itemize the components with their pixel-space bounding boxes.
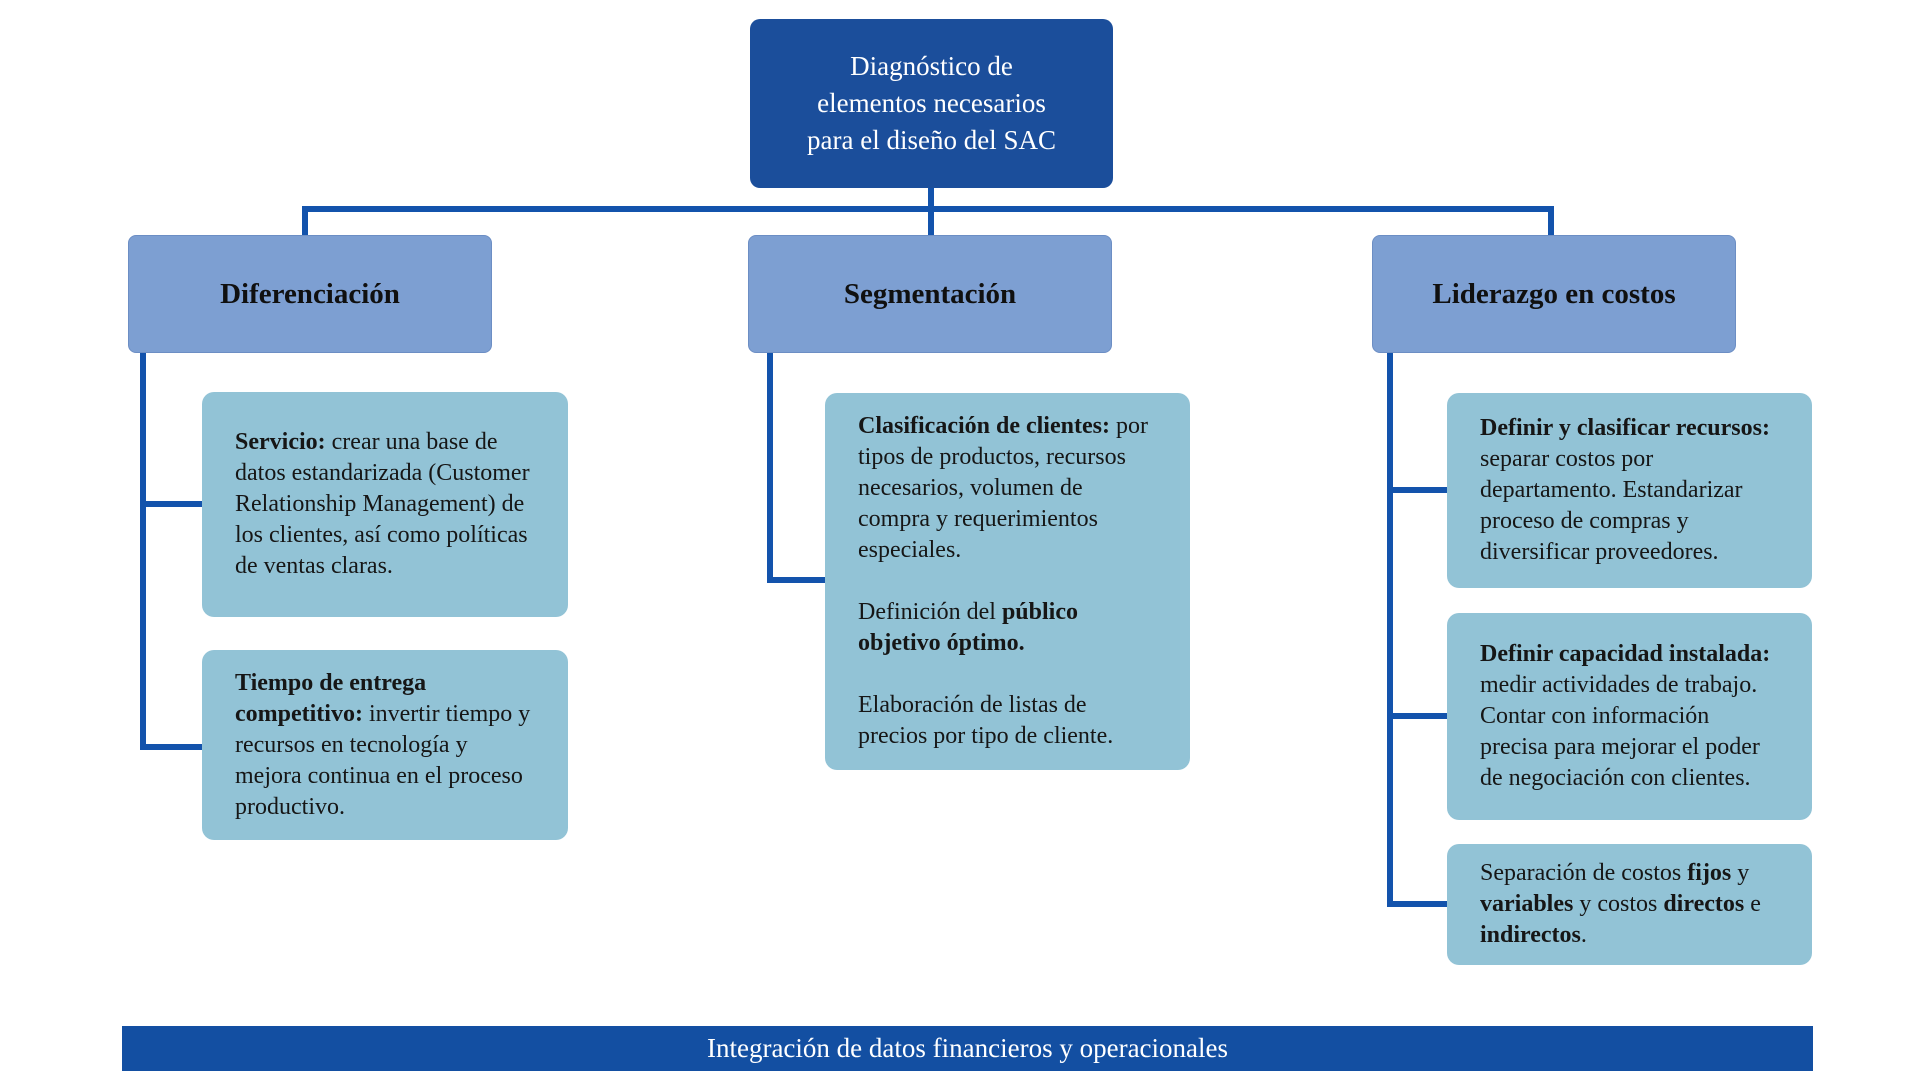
connector-segmentacion-elbow-1 (767, 577, 825, 583)
root-node: Diagnóstico de elementos necesarios para… (750, 19, 1113, 188)
node-separacion-costos: Separación de costos fijos y variables y… (1447, 844, 1812, 965)
branch-label-liderazgo: Liderazgo en costos (1432, 277, 1676, 310)
node-servicio: Servicio: crear una base de datos estand… (202, 392, 568, 617)
node-definir-recursos: Definir y clasificar recursos: separar c… (1447, 393, 1812, 588)
connector-segmentacion-vertical (767, 350, 773, 583)
branch-header-segmentacion: Segmentación (748, 235, 1112, 353)
root-node-label: Diagnóstico de elementos necesarios para… (807, 51, 1056, 155)
connector-diferenciacion-elbow-1 (140, 501, 202, 507)
connector-liderazgo-elbow-3 (1387, 901, 1447, 907)
branch-header-diferenciacion: Diferenciación (128, 235, 492, 353)
connector-diferenciacion-vertical (140, 350, 146, 750)
branch-label-diferenciacion: Diferenciación (220, 277, 400, 310)
connector-root-stem (928, 186, 934, 210)
connector-diferenciacion-elbow-2 (140, 744, 202, 750)
connector-liderazgo-elbow-1 (1387, 487, 1447, 493)
connector-liderazgo-vertical (1387, 350, 1393, 907)
connector-drop-segmentacion (928, 206, 934, 237)
branch-label-segmentacion: Segmentación (843, 277, 1017, 310)
connector-liderazgo-elbow-2 (1387, 713, 1447, 719)
node-tiempo-de-entrega: Tiempo de entrega competitivo: invertir … (202, 650, 568, 840)
footer-bar: Integración de datos financieros y opera… (122, 1026, 1813, 1071)
footer-label: Integración de datos financieros y opera… (706, 1033, 1229, 1063)
connector-drop-diferenciacion (302, 206, 308, 237)
connector-drop-liderazgo (1548, 206, 1554, 237)
node-capacidad-instalada: Definir capacidad instalada: medir activ… (1447, 613, 1812, 820)
branch-header-liderazgo: Liderazgo en costos (1372, 235, 1736, 353)
node-clasificacion-clientes: Clasificación de clientes: por tipos de … (825, 393, 1190, 770)
